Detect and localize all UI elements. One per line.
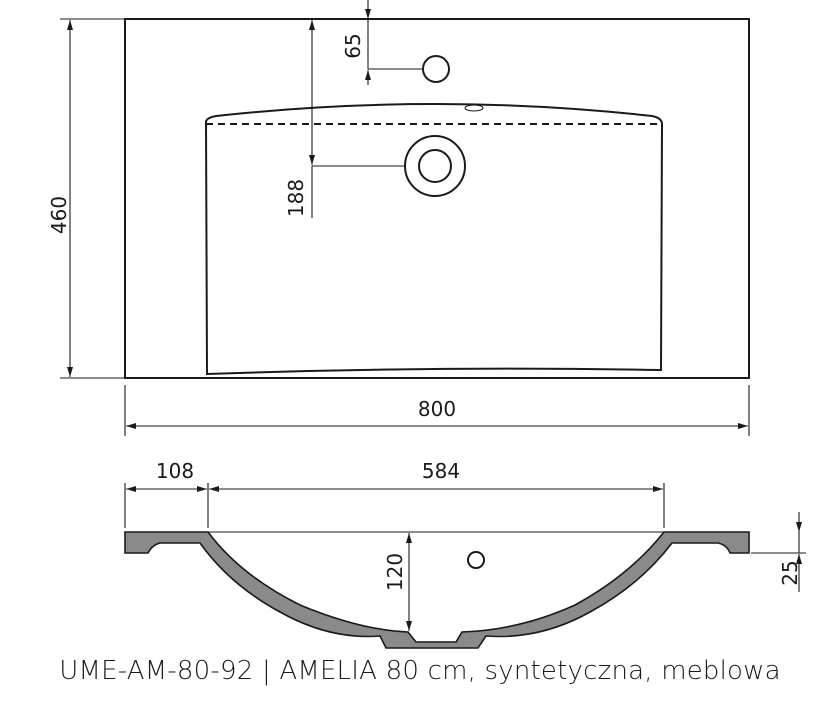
bowl-depth-dim-label: 120 — [383, 553, 407, 591]
tap-hole-dim-label: 65 — [341, 33, 365, 58]
drain-dim-label: 188 — [284, 179, 308, 217]
bowl-outline — [204, 103, 664, 376]
width-dim-label: 800 — [418, 397, 456, 421]
tap-hole — [422, 55, 450, 83]
overflow-slot — [464, 104, 484, 112]
top-view: 460 800 65 188 — [47, 0, 750, 436]
drain-outer — [404, 135, 466, 197]
drain-inner — [418, 149, 452, 183]
basin-outline — [124, 18, 750, 379]
product-caption: UME-AM-80-92 | AMELIA 80 cm, syntetyczna… — [59, 656, 781, 686]
basin-cross-section — [124, 531, 750, 649]
depth-dim-label: 460 — [47, 196, 71, 234]
ledge-dim-label: 108 — [156, 459, 194, 483]
side-view: 108 584 120 25 — [124, 459, 806, 649]
side-drain-hole — [467, 551, 485, 569]
thickness-dim-label: 25 — [778, 560, 802, 585]
bowl-width-dim-label: 584 — [422, 459, 460, 483]
